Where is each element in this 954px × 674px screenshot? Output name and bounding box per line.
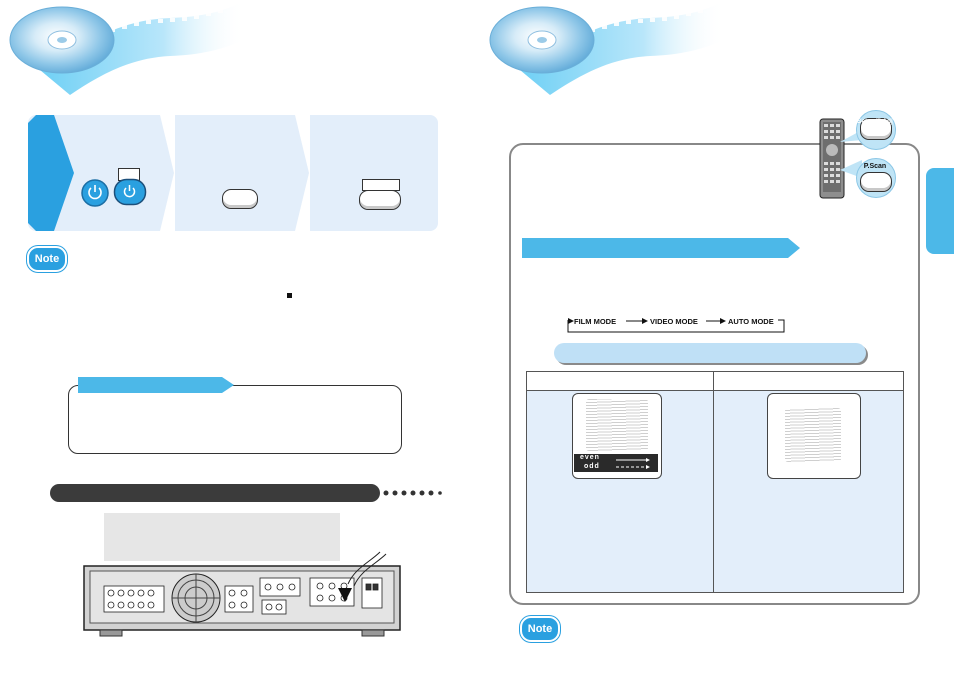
remote-button-step2-icon — [222, 189, 258, 209]
info-box-ribbon — [78, 377, 234, 393]
note-icon: Note — [27, 246, 67, 272]
info-box — [68, 385, 402, 454]
remote-control-icon — [819, 118, 845, 199]
section-bar — [50, 484, 380, 502]
note-icon-right: Note — [520, 616, 560, 642]
video-mode-label: VIDEO MODE — [650, 317, 698, 326]
chapter-side-tab — [926, 168, 954, 254]
pscan-label: P.Scan — [863, 163, 887, 170]
mode-cycle-diagram — [567, 318, 785, 333]
power-button-icon — [81, 179, 109, 207]
comparison-table-header-row — [527, 372, 903, 391]
stop-symbol-icon — [287, 293, 292, 298]
step-arrow-2 — [295, 115, 309, 231]
auto-mode-label: AUTO MODE — [728, 317, 774, 326]
setup-padj-label: Setup/P.Adj — [857, 118, 893, 125]
field-odd-label: odd — [584, 463, 600, 470]
field-even-label: even — [580, 454, 600, 461]
section-bar-dots — [383, 490, 442, 496]
pscan-button — [860, 172, 892, 192]
step-arrow-1 — [150, 115, 174, 231]
gray-callout-box — [104, 513, 340, 561]
setup-padj-button — [860, 118, 892, 140]
disc-film-header-graphic — [9, 0, 245, 95]
interlaced-screen-lines — [586, 399, 648, 451]
comparison-table-divider — [713, 372, 714, 592]
rear-panel-illustration — [83, 551, 401, 637]
disc-film-header-graphic-right — [489, 0, 725, 95]
comparison-header-pill — [554, 343, 866, 363]
power-button-remote-icon — [113, 178, 147, 206]
field-scan-arrows — [616, 458, 650, 469]
step-panel-2 — [175, 115, 295, 231]
step-side-accent — [28, 115, 74, 231]
progressive-screen-lines — [785, 408, 841, 462]
step-panel-3 — [310, 115, 438, 231]
remote-button-step3-icon — [359, 190, 401, 210]
section-arrow-banner — [522, 238, 800, 258]
film-mode-label: FILM MODE — [574, 317, 617, 326]
